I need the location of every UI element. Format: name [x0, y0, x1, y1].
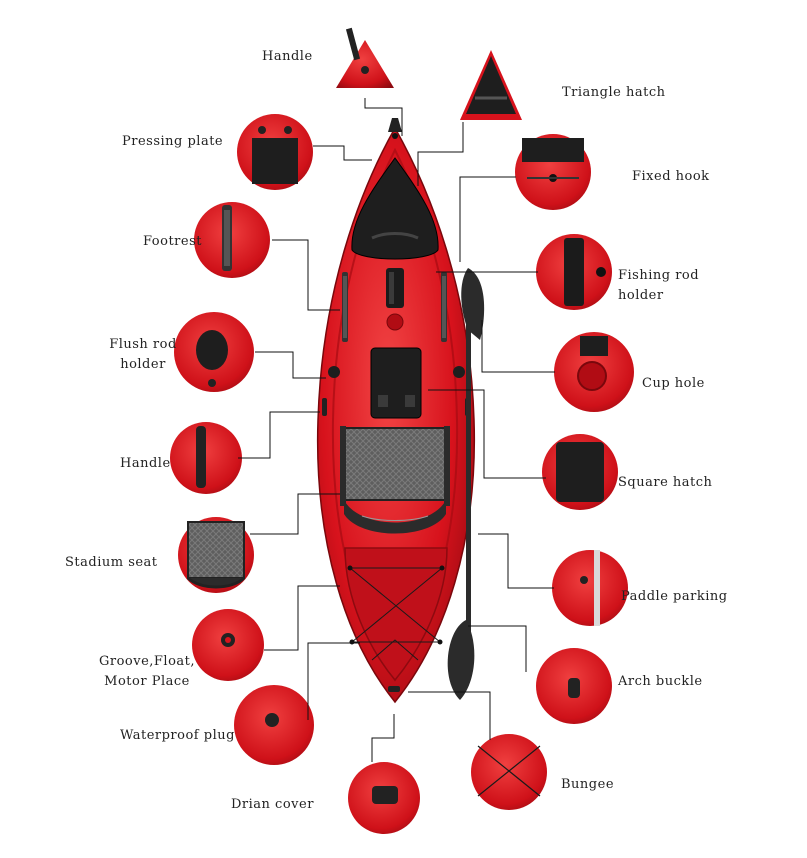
hatch-grip — [371, 232, 419, 240]
bungee-cords — [349, 567, 443, 661]
label-cup-hole: Cup hole — [642, 376, 705, 391]
detail-stadium-seat — [178, 517, 254, 593]
square-hatch — [370, 347, 422, 419]
side-handle-left — [322, 398, 327, 416]
footrest-rails — [342, 272, 447, 342]
label-bungee: Bungee — [561, 777, 615, 792]
label-fishing-rod-holder: Fishing rod holder — [618, 268, 700, 303]
detail-drain-cover — [348, 762, 420, 834]
detail-paddle-parking — [552, 550, 628, 626]
label-square-hatch: Square hatch — [618, 475, 713, 490]
detail-pressing-plate — [237, 114, 313, 190]
label-stadium-seat: Stadium seat — [65, 555, 158, 570]
label-groove-float-motor: Groove,Float, Motor Place — [98, 654, 196, 689]
bow-handle — [388, 118, 402, 139]
detail-groove-float-motor — [192, 609, 264, 681]
detail-cup-hole — [554, 332, 634, 412]
label-footrest: Footrest — [143, 234, 202, 249]
detail-bungee — [471, 734, 547, 810]
label-pressing-plate: Pressing plate — [122, 134, 224, 149]
drain-cover-mark — [388, 686, 400, 692]
detail-waterproof-plug — [234, 685, 314, 765]
label-handle-top: Handle — [262, 49, 313, 64]
detail-footrest — [194, 202, 270, 278]
label-paddle-parking: Paddle parking — [621, 589, 728, 604]
center-rod-holder — [386, 268, 404, 331]
detail-side-handle — [170, 422, 242, 494]
rear-tank-well — [344, 547, 448, 682]
stadium-seat — [340, 426, 450, 534]
label-drain-cover: Drian cover — [231, 797, 314, 812]
label-arch-buckle: Arch buckle — [618, 674, 703, 689]
detail-fishing-rod-holder — [536, 234, 612, 310]
leader-lines — [238, 98, 555, 762]
label-handle-side: Handle — [120, 456, 171, 471]
label-fixed-hook: Fixed hook — [632, 169, 710, 184]
detail-flush-rod-holder — [174, 312, 254, 392]
triangle-hatch-pad — [351, 157, 439, 260]
label-waterproof-plug: Waterproof plug — [120, 728, 235, 743]
flush-rod-holder-left — [328, 366, 340, 378]
detail-square-hatch — [542, 434, 618, 510]
detail-handle-top — [328, 27, 402, 102]
paddle — [447, 268, 485, 700]
detail-fixed-hook — [515, 134, 591, 210]
flush-rod-holder-right — [453, 366, 465, 378]
label-triangle-hatch: Triangle hatch — [562, 85, 666, 100]
detail-triangle-hatch — [451, 47, 531, 127]
label-flush-rod-holder: Flush rod holder — [109, 337, 177, 372]
detail-arch-buckle — [536, 648, 612, 724]
